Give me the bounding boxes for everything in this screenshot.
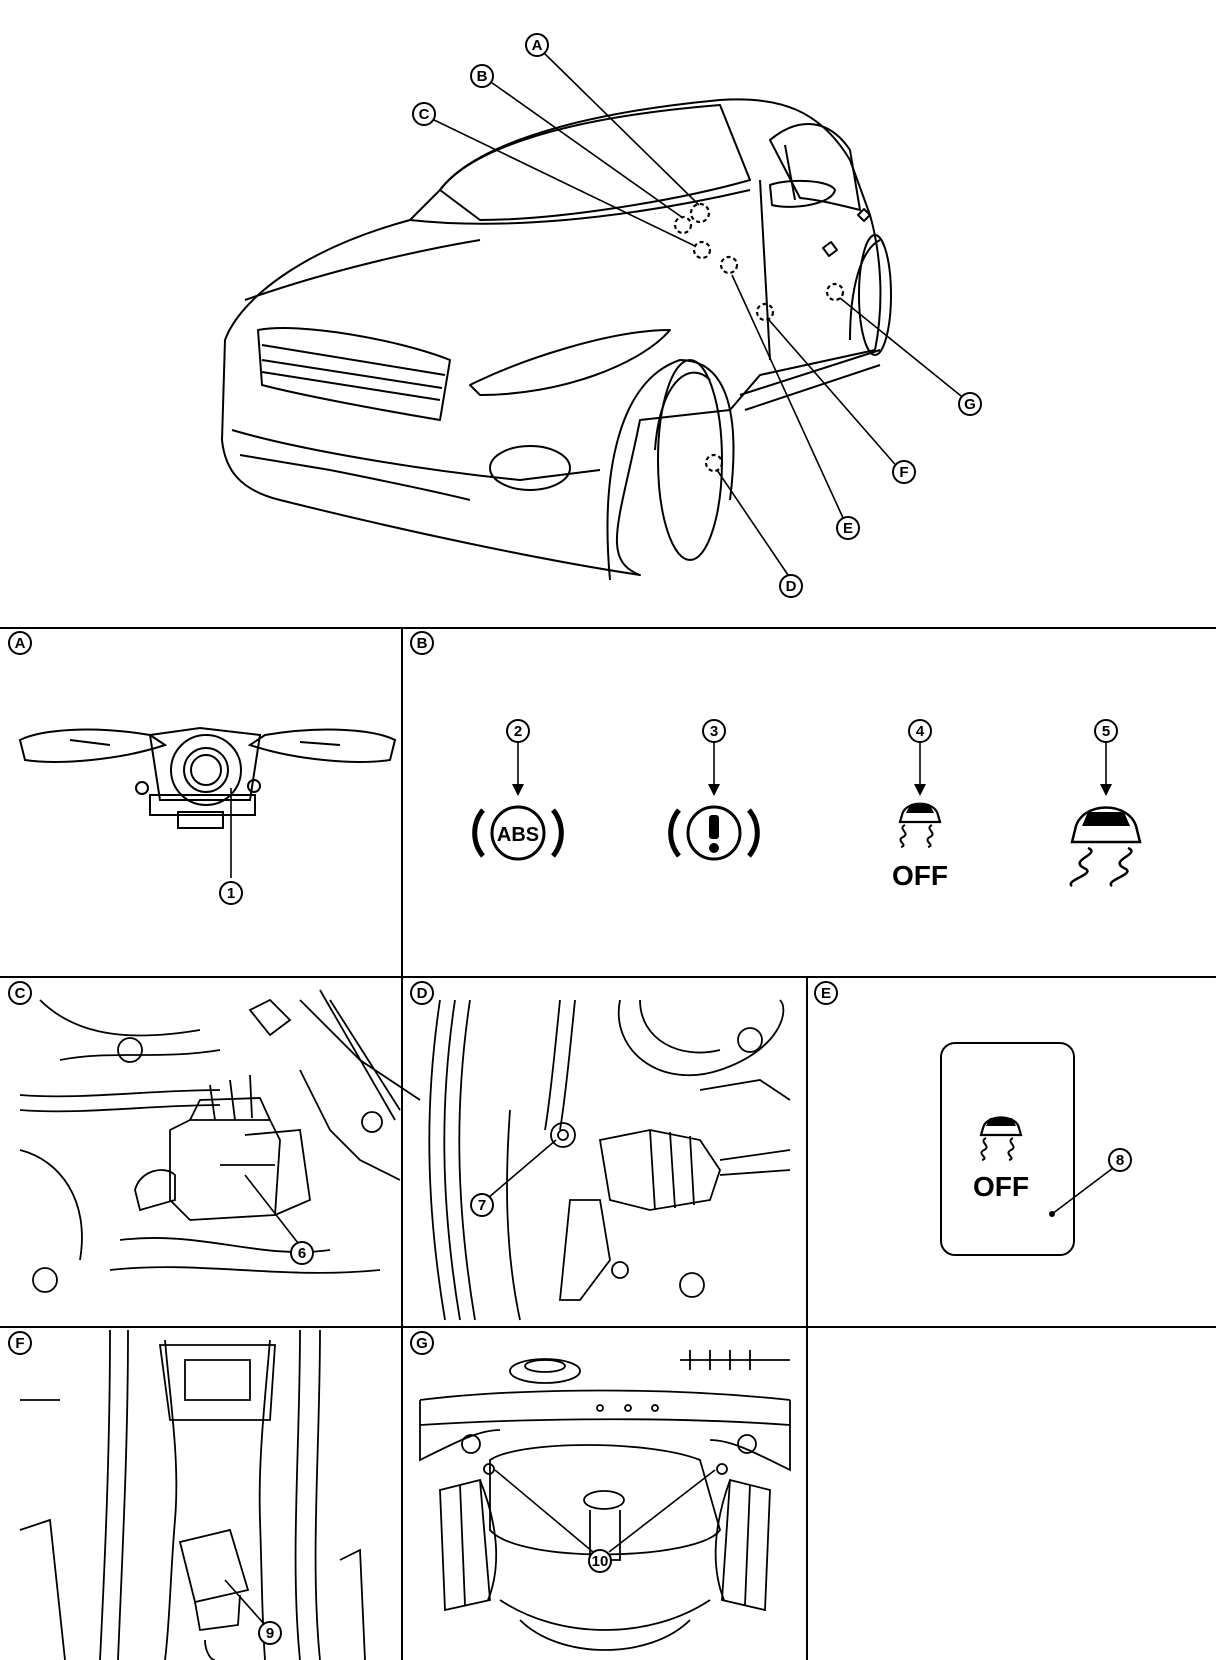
abs-warning-lamp: 2 ABS (472, 719, 564, 861)
callout-e: E (836, 516, 860, 540)
location-markers (673, 202, 845, 473)
svg-text:1: 1 (227, 885, 235, 902)
part-9-callout: 9 (258, 1621, 282, 1645)
svg-text:A: A (532, 37, 543, 54)
svg-text:OFF: OFF (973, 1171, 1029, 1202)
panel-b: B 2 ABS 3 4 (410, 631, 1142, 891)
panel-e: E OFF 8 (814, 981, 1132, 1256)
panel-d: D 7 (410, 981, 791, 1321)
svg-text:B: B (477, 68, 488, 85)
vdc-off-switch: OFF (940, 1042, 1114, 1256)
svg-text:F: F (15, 1335, 24, 1352)
svg-text:D: D (786, 578, 797, 595)
panel-a: A 1 (8, 631, 397, 905)
brake-warning-lamp: 3 (668, 719, 760, 861)
vdc-off-indicator: 4 OFF (892, 719, 948, 891)
marker-d (704, 453, 724, 473)
svg-text:B: B (417, 635, 428, 652)
marker-f (755, 302, 775, 322)
rear-wheel-sensor-illustration (419, 1350, 791, 1651)
callout-a: A (525, 33, 549, 57)
part-7-callout: 7 (470, 1193, 494, 1217)
callout-c: C (412, 102, 436, 126)
vehicle-illustration (221, 98, 892, 581)
marker-g (825, 282, 845, 302)
callout-f: F (892, 460, 916, 484)
leader-lines (429, 51, 967, 576)
svg-text:OFF: OFF (892, 860, 948, 891)
svg-text:4: 4 (916, 723, 925, 740)
callout-d: D (779, 574, 803, 598)
front-wheel-sensor-illustration (428, 999, 791, 1321)
svg-text:10: 10 (592, 1553, 609, 1570)
svg-text:7: 7 (478, 1197, 486, 1214)
svg-text:9: 9 (266, 1625, 274, 1642)
marker-b (673, 215, 693, 235)
svg-text:F: F (899, 464, 908, 481)
svg-text:ABS: ABS (497, 824, 539, 846)
panel-g: G 10 (410, 1331, 791, 1651)
svg-text:A: A (15, 635, 26, 652)
callout-b: B (470, 64, 494, 88)
combination-switch (18, 726, 397, 878)
svg-text:E: E (843, 520, 853, 537)
svg-text:3: 3 (710, 723, 718, 740)
svg-text:C: C (15, 985, 26, 1002)
svg-text:D: D (417, 985, 428, 1002)
svg-text:G: G (416, 1335, 428, 1352)
part-6-callout: 6 (290, 1241, 314, 1265)
marker-c (692, 240, 712, 260)
marker-e (719, 255, 739, 275)
panel-f: F 9 (8, 1329, 366, 1660)
panel-c: C 6 (8, 981, 421, 1293)
svg-text:C: C (419, 106, 430, 123)
callout-g: G (958, 392, 982, 416)
slip-indicator: 5 (1069, 719, 1142, 887)
svg-text:G: G (964, 396, 976, 413)
yaw-sensor-illustration (19, 1329, 366, 1660)
part-1-callout: 1 (219, 881, 243, 905)
svg-text:2: 2 (514, 723, 522, 740)
car-callouts: A B C D E F G (412, 33, 982, 598)
marker-a (689, 202, 711, 224)
svg-text:6: 6 (298, 1245, 306, 1262)
abs-actuator-illustration (19, 989, 421, 1293)
panel-grid (0, 627, 1216, 1660)
svg-text:8: 8 (1116, 1152, 1124, 1169)
svg-text:E: E (821, 985, 831, 1002)
part-8-callout: 8 (1108, 1148, 1132, 1172)
part-10-callout: 10 (588, 1549, 612, 1573)
svg-text:5: 5 (1102, 723, 1110, 740)
